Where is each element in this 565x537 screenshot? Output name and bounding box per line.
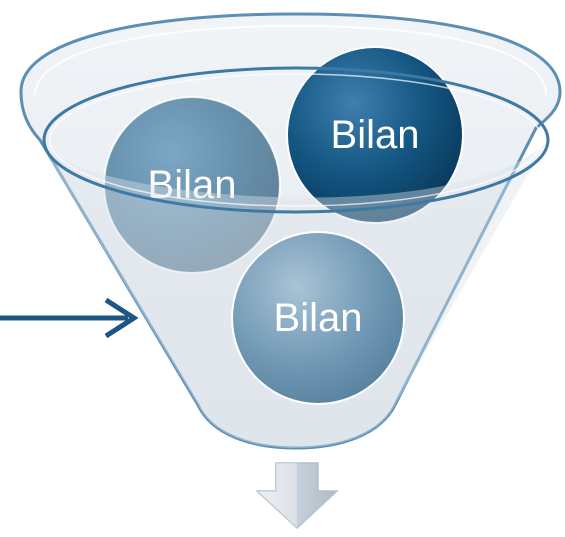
bilan-circle-left: Bilan [103,96,281,274]
bilan-label-bottom: Bilan [274,296,363,340]
arrow-right-icon [0,297,139,339]
bilan-label-right: Bilan [331,113,420,157]
funnel-top-opening-highlight [49,73,543,207]
funnel-top-opening [42,66,550,214]
bilan-circle-right: Bilan [286,46,464,224]
funnel-inner-rim [34,24,547,96]
arrow-down-icon [255,462,339,530]
bilan-circle-bottom: Bilan [231,231,405,405]
